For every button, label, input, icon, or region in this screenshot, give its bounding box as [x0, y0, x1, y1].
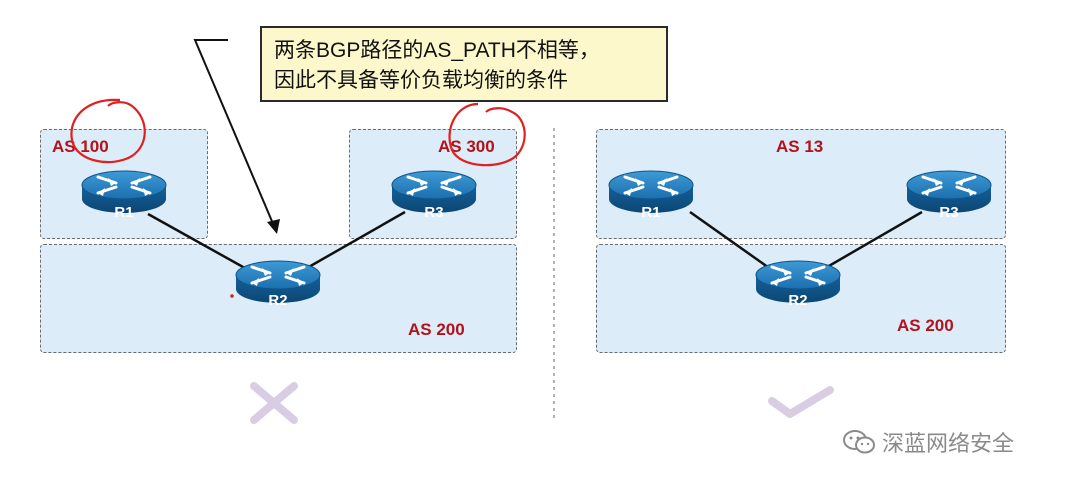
right-link-r3-r2 — [821, 210, 923, 272]
annotation-circle-as100 — [70, 98, 146, 164]
annotation-circle-as300 — [448, 102, 526, 167]
callout-line-2: 因此不具备等价负载均衡的条件 — [274, 69, 568, 92]
left-as100-label: AS 100 — [52, 137, 109, 156]
callout-line-1: 两条BGP路径的AS_PATH不相等， — [274, 39, 600, 62]
right-router-r2: R2 — [754, 259, 842, 309]
left-router-r2: R2 — [234, 259, 322, 309]
right-router-r2-label: R2 — [788, 292, 807, 309]
left-router-r3: R3 — [390, 169, 478, 221]
left-router-r1-label: R1 — [114, 204, 133, 221]
left-router-r3-label: R3 — [424, 204, 443, 221]
watermark: 深蓝网络安全 — [842, 426, 1014, 458]
left-as200-label: AS 200 — [408, 320, 465, 339]
callout-pointer-line — [193, 39, 275, 227]
right-as200-label: AS 200 — [897, 316, 954, 335]
left-router-r2-label: R2 — [268, 292, 287, 309]
annotation-red-dot — [230, 294, 234, 298]
right-link-r1-r2 — [689, 210, 773, 272]
watermark-text: 深蓝网络安全 — [882, 431, 1015, 456]
right-router-r1-label: R1 — [641, 204, 660, 221]
right-router-r3-label: R3 — [939, 204, 958, 221]
callout-pointer-arrowhead — [267, 219, 280, 234]
right-as13-label: AS 13 — [776, 137, 824, 156]
right-router-r3: R3 — [905, 169, 993, 221]
left-router-r1: R1 — [80, 169, 168, 221]
callout-note: 两条BGP路径的AS_PATH不相等， 因此不具备等价负载均衡的条件 — [260, 26, 668, 102]
right-router-r1: R1 — [607, 169, 695, 221]
wechat-icon — [843, 430, 875, 454]
left-link-r1-r2 — [147, 212, 253, 274]
cross-icon — [250, 382, 298, 424]
left-link-r3-r2 — [299, 210, 406, 274]
check-icon — [768, 386, 834, 418]
